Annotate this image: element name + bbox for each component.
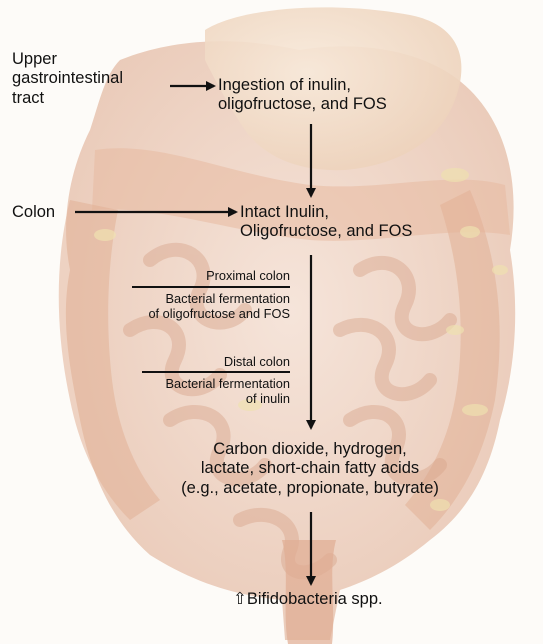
fermentation-products-label: Carbon dioxide, hydrogen, lactate, short… [110, 440, 510, 498]
intact-label: Intact Inulin, Oligofructose, and FOS [240, 203, 412, 242]
upper-gi-label: Upper gastrointestinal tract [12, 50, 123, 108]
proximal-colon-desc: Bacterial fermentation of oligofructose … [148, 291, 290, 321]
ingestion-label: Ingestion of inulin, oligofructose, and … [218, 76, 387, 115]
bifidobacteria-text: Bifidobacteria spp. [247, 590, 383, 608]
bifidobacteria-label: ⇧Bifidobacteria spp. [233, 590, 383, 609]
distal-colon-desc: Bacterial fermentation of inulin [166, 376, 290, 406]
proximal-colon-title: Proximal colon [206, 268, 290, 283]
distal-colon-title: Distal colon [224, 354, 290, 369]
colon-label: Colon [12, 203, 55, 222]
up-arrow-icon: ⇧ [233, 590, 247, 608]
